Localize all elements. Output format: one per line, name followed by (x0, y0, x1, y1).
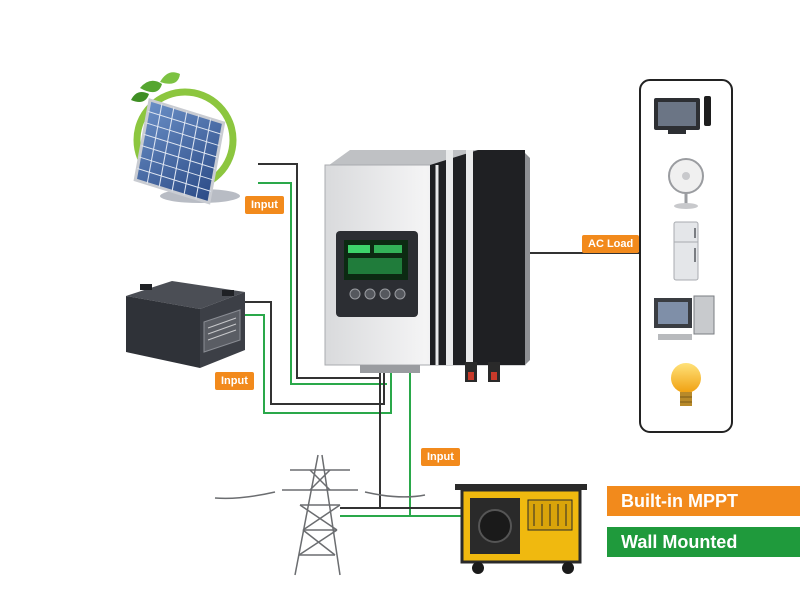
solar-wire-dark (258, 163, 380, 379)
feature-wall-mounted: Wall Mounted (607, 527, 800, 557)
inverter-unit (324, 150, 530, 382)
ac-load-label: AC Load (582, 235, 640, 253)
generator-icon (455, 484, 587, 574)
solar-panel-icon (131, 72, 240, 205)
fan-icon (668, 158, 704, 209)
grid-wire-dark (340, 372, 381, 509)
computer-icon (654, 295, 715, 340)
solar-wire-green (258, 182, 387, 385)
power-pylon-icon (214, 454, 426, 576)
tv-icon (654, 96, 711, 134)
grid-input-label: Input (421, 448, 460, 466)
battery-input-label: Input (215, 372, 254, 390)
wiring (240, 163, 640, 517)
solar-input-label: Input (245, 196, 284, 214)
refrigerator-icon (673, 221, 699, 281)
feature-built-in-mppt: Built-in MPPT (607, 486, 800, 516)
battery-wire-dark (240, 301, 385, 405)
battery-wire-green (240, 314, 392, 414)
light-bulb-icon (671, 363, 701, 406)
battery-icon (126, 281, 245, 368)
